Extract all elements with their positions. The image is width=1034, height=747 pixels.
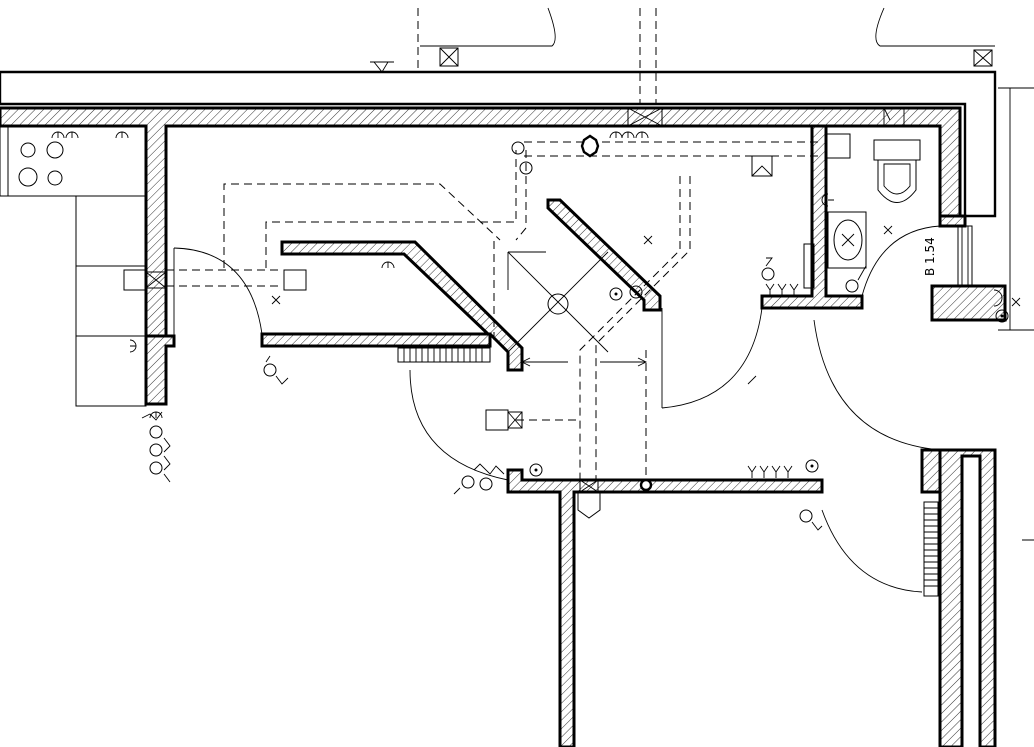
door-swing-icon	[661, 307, 763, 409]
light-point-icon	[1011, 297, 1021, 307]
window-jamb-bottom	[930, 284, 1007, 322]
right-wall-jamb	[920, 448, 942, 494]
door-swing-icon	[409, 369, 509, 481]
bathroom: B 1.54	[803, 133, 973, 289]
pipe-icon	[639, 478, 653, 492]
mirror-cabinet	[803, 243, 815, 289]
outlet-icon	[529, 463, 543, 477]
vent-icon	[751, 155, 773, 177]
window-jamb-top	[938, 214, 967, 228]
vent-box	[825, 133, 851, 159]
vent-icon	[485, 409, 523, 431]
window-label: B 1.54	[923, 237, 937, 276]
interior-walls	[144, 124, 864, 747]
sink-icon	[827, 211, 867, 269]
switch-icon	[761, 257, 775, 281]
lower-wall	[506, 468, 824, 747]
light-point-icon	[271, 295, 281, 305]
ceiling-light-icon	[507, 251, 609, 353]
arrow-icon	[520, 357, 648, 367]
outlet-icon	[609, 287, 623, 301]
light-point-icon	[883, 225, 893, 235]
vent-icon	[627, 107, 663, 127]
vent-icon	[123, 269, 167, 291]
angled-partition	[260, 240, 524, 372]
wall-socket-icon	[370, 61, 834, 269]
window-frame	[957, 225, 973, 287]
vent-icon	[439, 47, 459, 67]
socket-cluster-icon	[453, 463, 505, 495]
door-swing-icon	[875, 7, 995, 47]
vent-icon	[283, 269, 307, 291]
diagonal-wall	[546, 198, 662, 312]
kitchen-counter-top	[0, 125, 147, 197]
socket-cluster-icon	[141, 411, 171, 483]
light-point-icon	[643, 235, 653, 245]
outlet-symbol-icon	[51, 131, 137, 353]
switch-icon	[799, 509, 823, 531]
outlet-icon	[805, 459, 819, 473]
right-exterior-wall	[938, 448, 997, 747]
door-swing-icon	[813, 319, 941, 451]
duct-hex-icon	[580, 134, 600, 158]
outlet-icon	[995, 309, 1009, 323]
vent-icons	[123, 47, 993, 519]
fixture-symbols	[141, 61, 1034, 541]
ventilation-ducts	[166, 8, 820, 480]
stove-icon	[18, 141, 64, 187]
kitchen-counter-side	[75, 195, 147, 407]
left-wall-stub	[144, 334, 176, 406]
vent-icon	[577, 479, 601, 519]
switch-icon	[845, 265, 867, 293]
radiator-icon	[923, 501, 939, 597]
switch-icon	[263, 355, 289, 385]
door-swing-icon	[861, 225, 941, 297]
antenna-icon	[747, 283, 799, 478]
bath-wall-left	[760, 124, 864, 310]
door-swing-icon	[173, 247, 263, 335]
outlet-icon	[629, 285, 643, 299]
door-swing-icon	[420, 7, 556, 47]
vent-icon	[973, 49, 993, 67]
doors	[173, 7, 995, 593]
kitchen	[0, 125, 147, 407]
toilet-icon	[873, 139, 921, 203]
radiator-icon	[397, 347, 491, 363]
door-swing-icon	[821, 509, 923, 593]
